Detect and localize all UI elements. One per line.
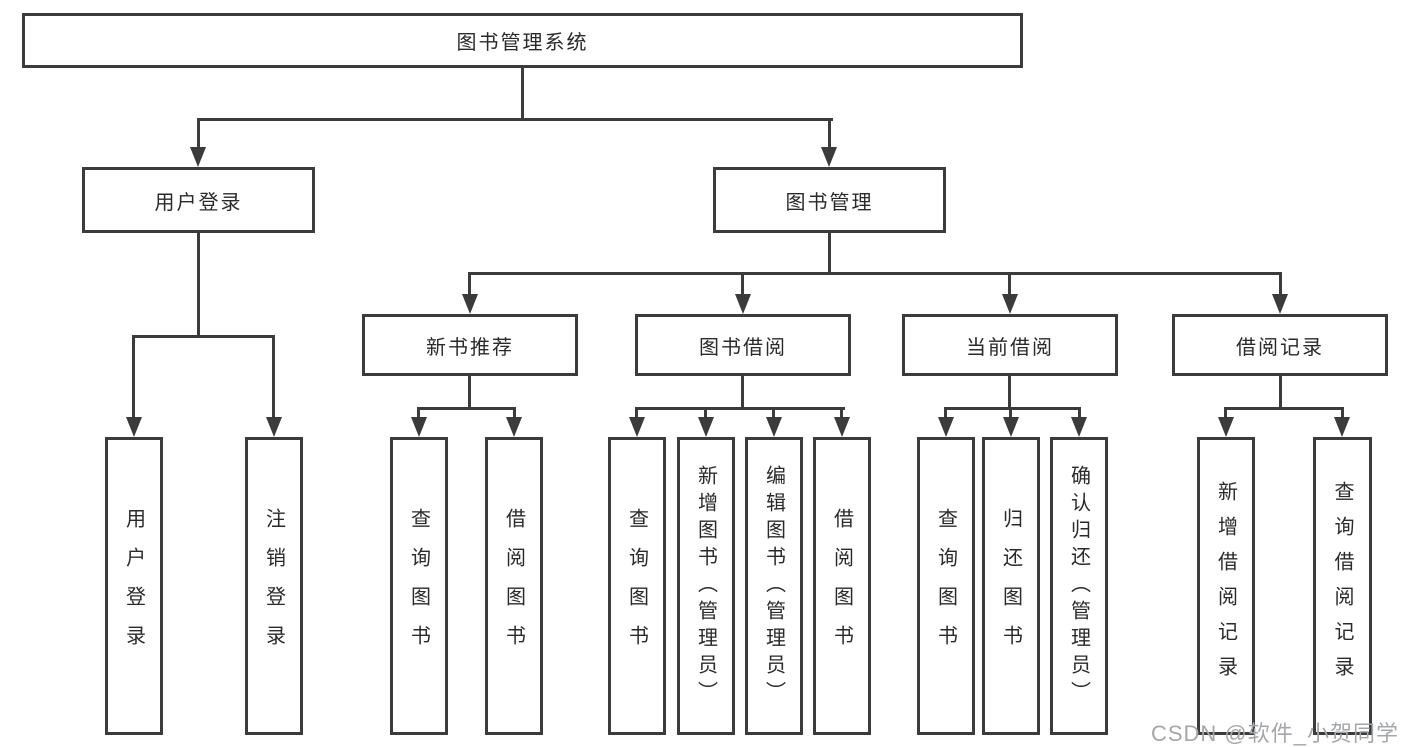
edge-records-hbar [1224, 407, 1343, 410]
arrowhead-records-add [1218, 417, 1234, 437]
edge-login-hbar [132, 335, 275, 338]
edge-current-leaf2-stem [1078, 407, 1081, 421]
arrowhead-borrow-edit [766, 417, 782, 437]
edge-root-mgmt-stem [828, 118, 831, 152]
node-current-borrowing: 当前借阅 [902, 314, 1118, 376]
edge-borrow-stem [741, 376, 744, 407]
edge-newbook-stem [468, 376, 471, 407]
arrowhead-mgmt [821, 147, 837, 167]
edge-newbook-leaf1-stem [513, 407, 516, 421]
arrowhead-current [1002, 294, 1018, 314]
node-user-login: 用户登录 [82, 167, 315, 233]
arrowhead-login [190, 147, 206, 167]
arrowhead-records-query [1334, 417, 1350, 437]
edge-login-stem [197, 233, 200, 335]
node-label: 图书管理系统 [456, 32, 589, 54]
node-label: 借阅记录 [1236, 336, 1324, 359]
node-library-management-system: 图书管理系统 [22, 13, 1023, 68]
edge-current-hbar [944, 407, 1081, 410]
arrowhead-records [1272, 294, 1288, 314]
leaf-add-borrow-record: 新增借阅记录 [1197, 437, 1255, 735]
leaf-confirm-return-admin: 确认归还（管理员） [1050, 437, 1108, 735]
edge-current-stem [1008, 376, 1011, 407]
edge-mgmt-current-stem [1008, 272, 1011, 296]
arrowhead-borrow-borrow [834, 417, 850, 437]
edge-records-leaf0-stem [1224, 407, 1227, 421]
arrowhead-newbook-query [411, 417, 427, 437]
node-book-borrowing: 图书借阅 [635, 314, 851, 376]
leaf-label: 新增借阅记录 [1214, 481, 1237, 691]
edge-root-stem [521, 68, 524, 118]
edge-login-leaf0-stem [132, 335, 135, 422]
leaf-label: 确认归还（管理员） [1067, 464, 1090, 708]
node-label: 用户登录 [154, 191, 243, 214]
edge-borrow-hbar [635, 407, 845, 410]
leaf-label: 注销登录 [262, 508, 285, 664]
edge-current-leaf1-stem [1009, 407, 1012, 421]
node-label: 图书管理 [785, 191, 874, 214]
leaf-query-books: 查询图书 [608, 437, 666, 735]
node-new-book-recommendation: 新书推荐 [362, 314, 578, 376]
arrowhead-borrow-query [629, 417, 645, 437]
leaf-add-books-admin: 新增图书（管理员） [677, 437, 735, 735]
edge-mgmt-records-stem [1279, 272, 1282, 296]
arrowhead-logout [266, 417, 282, 437]
arrowhead-current-return [1003, 417, 1019, 437]
leaf-borrow-books: 借阅图书 [813, 437, 871, 735]
edge-mgmt-newbook-stem [468, 272, 471, 296]
watermark: CSDN @软件_小贺同学 [1150, 721, 1399, 746]
arrowhead-user-login [126, 417, 142, 437]
arrowhead-newbook [462, 294, 478, 314]
arrowhead-borrow [735, 294, 751, 314]
leaf-query-borrow-record: 查询借阅记录 [1313, 437, 1372, 735]
arrowhead-current-query [938, 417, 954, 437]
leaf-borrow-books: 借阅图书 [485, 437, 543, 735]
edge-newbook-hbar [417, 407, 516, 410]
edge-mgmt-borrow-stem [741, 272, 744, 296]
leaf-query-books: 查询图书 [390, 437, 448, 735]
arrowhead-newbook-borrow [506, 417, 522, 437]
leaf-label: 查询图书 [625, 508, 648, 664]
leaf-label: 查询图书 [407, 508, 430, 664]
node-book-management: 图书管理 [713, 167, 946, 233]
edge-mgmt-hbar [468, 272, 1282, 275]
leaf-label: 查询借阅记录 [1331, 481, 1353, 691]
leaf-logout: 注销登录 [245, 437, 303, 735]
edge-borrow-leaf1-stem [704, 407, 707, 421]
edge-records-leaf1-stem [1341, 407, 1344, 421]
leaf-label: 新增图书（管理员） [694, 464, 717, 708]
edge-borrow-leaf2-stem [772, 407, 775, 421]
node-label: 当前借阅 [966, 336, 1054, 359]
edge-newbook-leaf0-stem [417, 407, 420, 421]
leaf-label: 编辑图书（管理员） [762, 464, 785, 708]
node-label: 图书借阅 [699, 336, 787, 359]
node-label: 新书推荐 [426, 336, 514, 359]
edge-records-stem [1279, 376, 1282, 407]
edge-borrow-leaf3-stem [840, 407, 843, 421]
leaf-label: 查询图书 [934, 508, 957, 664]
leaf-label: 借阅图书 [502, 508, 525, 664]
leaf-label: 用户登录 [122, 508, 145, 664]
arrowhead-current-confirm [1071, 417, 1087, 437]
leaf-return-books: 归还图书 [982, 437, 1040, 735]
leaf-edit-books-admin: 编辑图书（管理员） [745, 437, 803, 735]
edge-current-leaf0-stem [944, 407, 947, 421]
edge-root-hbar [197, 118, 833, 121]
edge-login-leaf1-stem [272, 335, 275, 422]
edge-root-login-stem [197, 118, 200, 152]
leaf-user-login: 用户登录 [105, 437, 163, 735]
edge-mgmt-stem [828, 233, 831, 272]
arrowhead-borrow-add [698, 417, 714, 437]
leaf-label: 借阅图书 [830, 508, 853, 664]
leaf-label: 归还图书 [999, 508, 1022, 664]
edge-borrow-leaf0-stem [635, 407, 638, 421]
node-borrowing-records: 借阅记录 [1172, 314, 1388, 376]
leaf-query-books: 查询图书 [917, 437, 975, 735]
